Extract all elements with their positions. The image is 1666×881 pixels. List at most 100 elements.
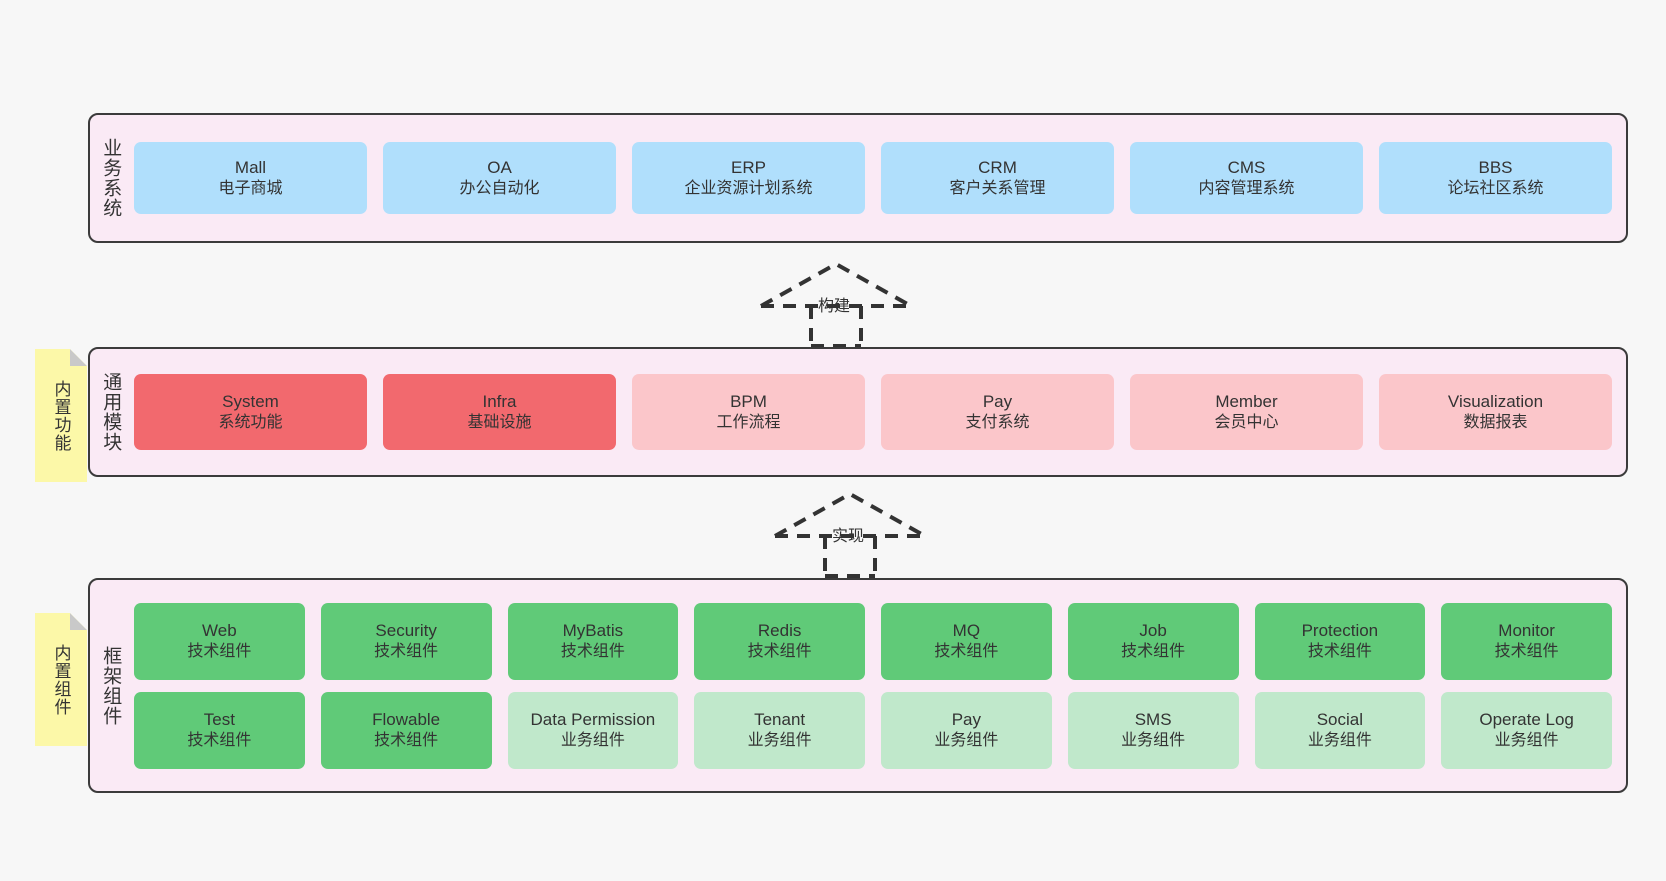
- node-title-cn: 支付系统: [965, 413, 1030, 431]
- node-data-permission[interactable]: Data Permission 业务组件: [507, 691, 679, 769]
- node-title-en: CMS: [1227, 158, 1266, 178]
- node-title-en: Job: [1139, 621, 1167, 641]
- note-text: 内置功能: [51, 379, 71, 452]
- layer-title-framework: 框架组件: [100, 645, 122, 726]
- node-title-cn: 论坛社区系统: [1447, 179, 1544, 197]
- node-visualization[interactable]: Visualization 数据报表: [1379, 374, 1612, 450]
- node-mall[interactable]: Mall 电子商城: [134, 142, 367, 214]
- node-tenant[interactable]: Tenant 业务组件: [694, 691, 865, 769]
- note-text: 内置组件: [51, 643, 71, 716]
- node-infra[interactable]: Infra 基础设施: [383, 374, 616, 450]
- node-title-cn: 会员中心: [1214, 413, 1279, 431]
- node-title-en: MQ: [952, 621, 981, 641]
- layer-body-common: System 系统功能 Infra 基础设施 BPM 工作流程 Pay 支付系统…: [130, 349, 1626, 475]
- node-title-en: System: [222, 392, 279, 412]
- node-title-cn: 业务组件: [1494, 731, 1559, 749]
- node-cms[interactable]: CMS 内容管理系统: [1130, 142, 1363, 214]
- node-title-en: Security: [375, 621, 437, 641]
- node-system[interactable]: System 系统功能: [134, 374, 367, 450]
- connector-implement: 实现: [770, 488, 930, 578]
- layer-row: System 系统功能 Infra 基础设施 BPM 工作流程 Pay 支付系统…: [134, 374, 1612, 450]
- node-title-en: Social: [1316, 710, 1364, 730]
- node-title-en: SMS: [1134, 710, 1172, 730]
- node-title-en: Protection: [1301, 621, 1379, 641]
- node-oa[interactable]: OA 办公自动化: [383, 142, 616, 214]
- layer-title-common: 通用模块: [100, 372, 122, 452]
- layer-row: Web 技术组件 Security 技术组件 MyBatis 技术组件 Redi…: [134, 602, 1612, 680]
- node-title-cn: 业务组件: [934, 731, 999, 749]
- node-title-cn: 技术组件: [560, 642, 625, 660]
- node-redis[interactable]: Redis 技术组件: [694, 602, 865, 680]
- node-title-en: BBS: [1478, 158, 1513, 178]
- node-title-cn: 技术组件: [1307, 642, 1372, 660]
- node-monitor[interactable]: Monitor 技术组件: [1441, 602, 1612, 680]
- layer-row: Mall 电子商城 OA 办公自动化 ERP 企业资源计划系统 CRM 客户关系…: [134, 142, 1612, 214]
- node-crm[interactable]: CRM 客户关系管理: [881, 142, 1114, 214]
- node-social[interactable]: Social 业务组件: [1254, 691, 1426, 769]
- node-title-en: OA: [487, 158, 512, 178]
- node-bpm[interactable]: BPM 工作流程: [632, 374, 865, 450]
- node-title-en: Mall: [234, 158, 267, 178]
- node-title-en: Operate Log: [1479, 710, 1574, 730]
- node-erp[interactable]: ERP 企业资源计划系统: [632, 142, 865, 214]
- node-title-cn: 基础设施: [467, 413, 532, 431]
- node-pay[interactable]: Pay 支付系统: [881, 374, 1114, 450]
- node-title-cn: 技术组件: [1121, 642, 1186, 660]
- node-title-cn: 技术组件: [1494, 642, 1559, 660]
- node-title-cn: 业务组件: [747, 731, 812, 749]
- note-builtin-components: 内置组件: [35, 613, 87, 746]
- node-web[interactable]: Web 技术组件: [134, 602, 305, 680]
- note-fold-corner-icon: [70, 613, 87, 630]
- node-title-cn: 企业资源计划系统: [684, 179, 813, 197]
- node-mq[interactable]: MQ 技术组件: [881, 602, 1052, 680]
- node-mybatis[interactable]: MyBatis 技术组件: [507, 602, 679, 680]
- node-test[interactable]: Test 技术组件: [134, 691, 305, 769]
- node-member[interactable]: Member 会员中心: [1130, 374, 1363, 450]
- node-title-en: Flowable: [372, 710, 441, 730]
- node-title-cn: 技术组件: [374, 642, 439, 660]
- node-title-en: Web: [202, 621, 237, 641]
- arrowhead-hollow-up: [774, 491, 926, 538]
- node-title-en: Visualization: [1447, 392, 1544, 412]
- node-protection[interactable]: Protection 技术组件: [1254, 602, 1426, 680]
- node-title-en: Infra: [482, 392, 517, 412]
- layer-business-systems: 业务系统 Mall 电子商城 OA 办公自动化 ERP 企业资源计划系统 CRM…: [88, 113, 1628, 243]
- note-builtin-features: 内置功能: [35, 349, 87, 482]
- layer-title-business: 业务系统: [100, 138, 122, 218]
- node-pay-component[interactable]: Pay 业务组件: [881, 691, 1052, 769]
- node-title-en: Tenant: [754, 710, 806, 730]
- node-title-en: Monitor: [1498, 621, 1555, 641]
- node-title-cn: 技术组件: [374, 731, 439, 749]
- layer-framework-components: 框架组件 Web 技术组件 Security 技术组件 MyBatis 技术组件…: [88, 578, 1628, 793]
- node-title-en: Redis: [757, 621, 802, 641]
- connector-label-build: 构建: [818, 298, 851, 315]
- node-title-en: Pay: [982, 392, 1013, 412]
- layer-body-framework: Web 技术组件 Security 技术组件 MyBatis 技术组件 Redi…: [130, 580, 1626, 791]
- layer-body-business: Mall 电子商城 OA 办公自动化 ERP 企业资源计划系统 CRM 客户关系…: [130, 115, 1626, 241]
- node-security[interactable]: Security 技术组件: [320, 602, 492, 680]
- node-title-en: ERP: [731, 158, 766, 178]
- connector-label-implement: 实现: [832, 528, 865, 545]
- node-title-en: Pay: [951, 710, 982, 730]
- node-title-en: MyBatis: [562, 621, 624, 641]
- node-title-cn: 系统功能: [218, 413, 283, 431]
- arrowhead-hollow-up: [760, 261, 912, 308]
- node-title-en: Test: [203, 710, 235, 730]
- node-title-en: BPM: [730, 392, 767, 412]
- node-title-cn: 业务组件: [1121, 731, 1186, 749]
- layer-row: Test 技术组件 Flowable 技术组件 Data Permission …: [134, 691, 1612, 769]
- node-job[interactable]: Job 技术组件: [1067, 602, 1239, 680]
- node-title-cn: 办公自动化: [459, 179, 540, 197]
- node-bbs[interactable]: BBS 论坛社区系统: [1379, 142, 1612, 214]
- node-title-cn: 业务组件: [1307, 731, 1372, 749]
- node-title-en: CRM: [978, 158, 1017, 178]
- node-title-cn: 技术组件: [747, 642, 812, 660]
- node-operate-log[interactable]: Operate Log 业务组件: [1441, 691, 1612, 769]
- node-title-en: Member: [1215, 392, 1278, 412]
- node-sms[interactable]: SMS 业务组件: [1067, 691, 1239, 769]
- node-title-cn: 客户关系管理: [949, 179, 1046, 197]
- note-fold-corner-icon: [70, 349, 87, 366]
- node-flowable[interactable]: Flowable 技术组件: [320, 691, 492, 769]
- node-title-cn: 技术组件: [934, 642, 999, 660]
